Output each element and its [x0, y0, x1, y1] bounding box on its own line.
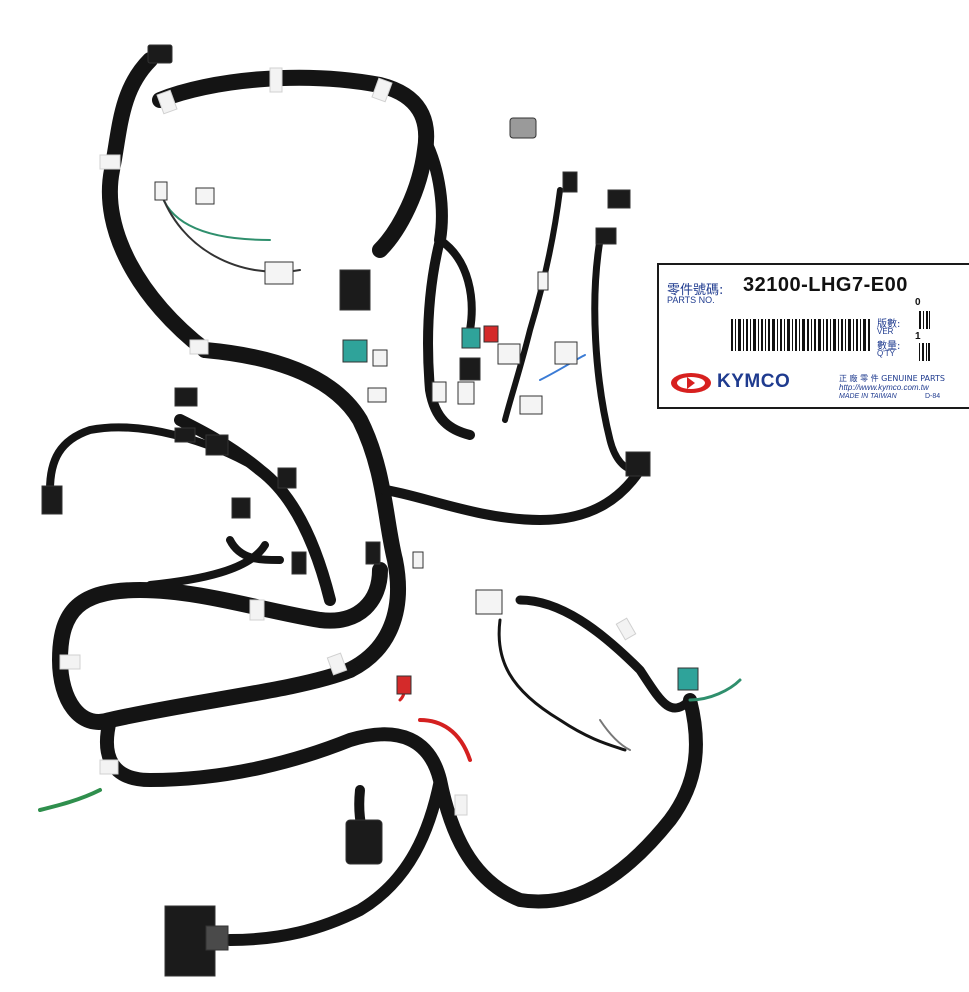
genuine-parts-text: 正 廠 零 件 GENUINE PARTS	[839, 374, 945, 383]
label-code: D-84	[925, 393, 941, 400]
parts-label: 零件號碼: PARTS NO. 32100-LHG7-E00 版數: VER 數…	[657, 263, 969, 409]
version-value: 0	[915, 297, 921, 308]
white-tape-bands	[59, 67, 637, 816]
qty-value: 1	[915, 331, 921, 342]
version-barcode	[919, 311, 930, 329]
made-in-text: MADE IN TAIWAN	[839, 393, 897, 400]
qty-en-label: Q'TY	[877, 349, 895, 358]
kymco-logo-icon	[671, 373, 711, 393]
main-harness	[46, 52, 703, 946]
website-text: http://www.kymco.com.tw	[839, 383, 929, 392]
part-number: 32100-LHG7-E00	[743, 274, 908, 296]
parts-no-cn-label: 零件號碼:	[667, 283, 724, 298]
barcode	[731, 319, 870, 351]
parts-no-en-label: PARTS NO.	[667, 295, 715, 305]
version-en-label: VER	[877, 327, 894, 336]
qty-barcode	[919, 343, 930, 361]
connectors	[41, 44, 699, 977]
version-cn-label: 版數:	[877, 319, 901, 330]
qty-cn-label: 數量:	[877, 341, 901, 352]
brand-name: KYMCO	[717, 371, 791, 392]
